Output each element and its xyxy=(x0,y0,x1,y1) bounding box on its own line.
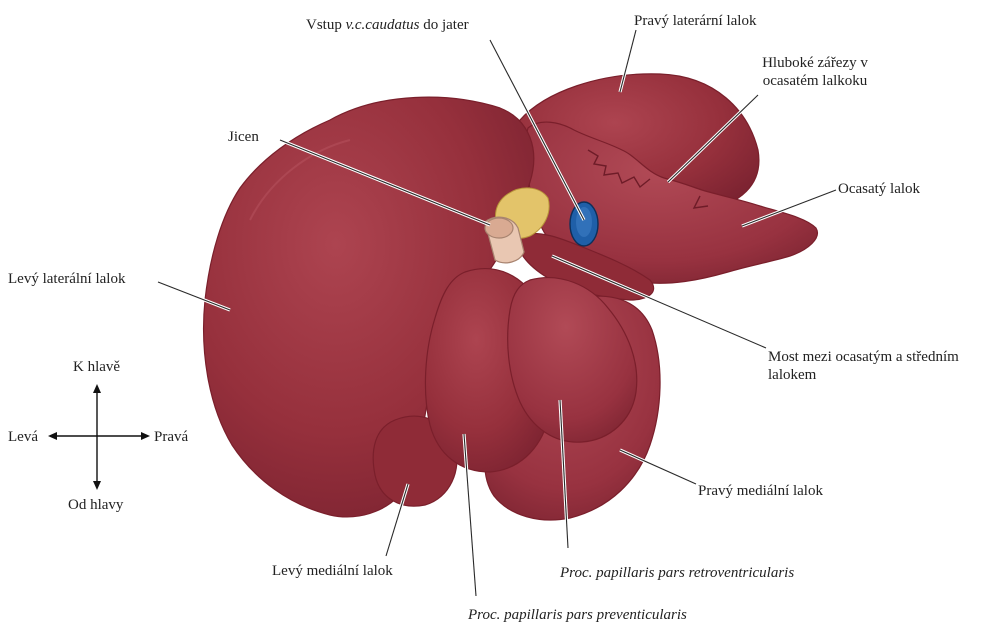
label-pars-preventricularis: Proc. papillaris pars preventicularis xyxy=(468,606,687,624)
label-right-medial-lobe: Pravý mediální lalok xyxy=(698,482,823,500)
label-left-medial-lobe: Levý mediální lalok xyxy=(272,562,393,580)
orientation-compass xyxy=(48,384,150,490)
label-deep-notches: Hluboké zářezy v ocasatém lalkoku xyxy=(756,54,874,90)
label-bridge: Most mezi ocasatým a středním lalokem xyxy=(768,348,990,384)
compass-label-up: K hlavě xyxy=(73,358,120,376)
compass-label-left: Levá xyxy=(8,428,38,446)
label-right-lateral-lobe: Pravý laterární lalok xyxy=(634,12,756,30)
compass-label-right: Pravá xyxy=(154,428,188,446)
vena-cava-entry xyxy=(570,202,598,246)
label-caudate-lobe: Ocasatý lalok xyxy=(838,180,920,198)
compass-label-down: Od hlavy xyxy=(68,496,123,514)
label-esophagus: Jicen xyxy=(228,128,259,146)
label-left-lateral-lobe: Levý laterální lalok xyxy=(8,270,125,288)
label-vena-cava-entry: Vstup v.c.caudatus do jater xyxy=(306,16,469,34)
label-pars-retroventricularis: Proc. papillaris pars retroventricularis xyxy=(560,564,794,582)
